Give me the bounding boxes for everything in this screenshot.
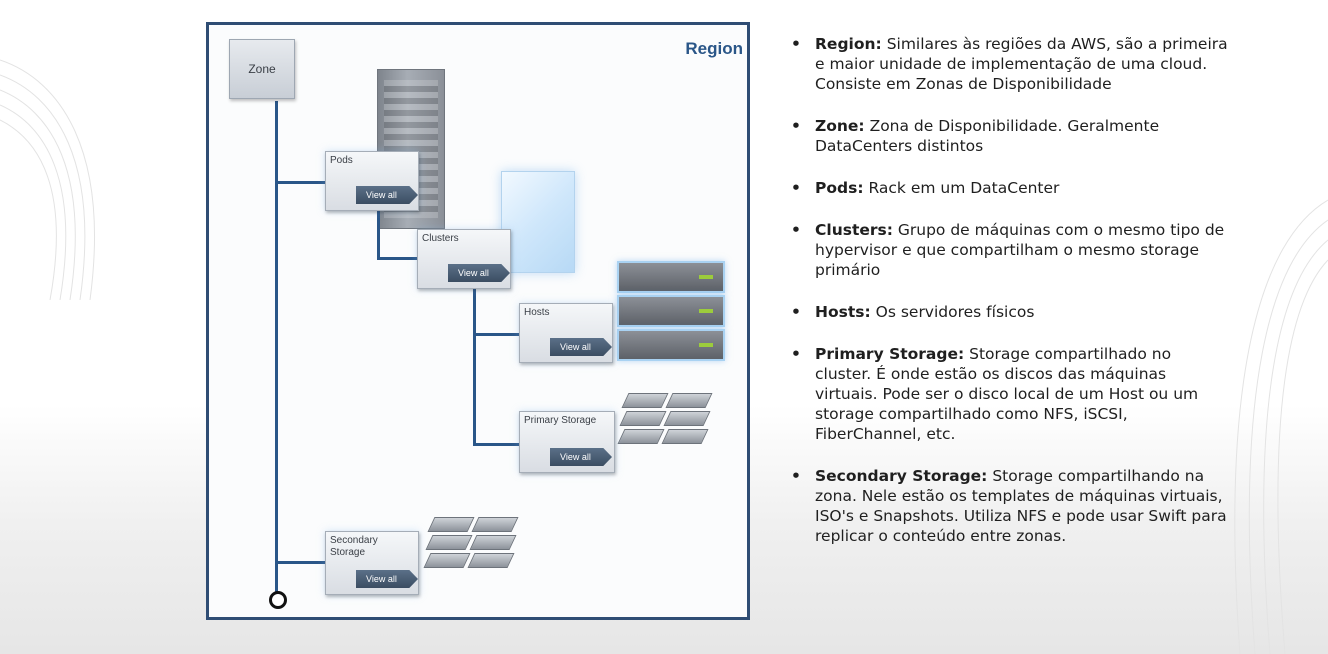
clusters-title: Clusters [422,233,459,244]
secondary-storage-title: Secondary Storage [330,535,378,558]
zone-box: Zone [229,39,295,99]
list-item: Secondary Storage: Storage compartilhand… [788,466,1228,546]
pods-node: Pods View all [325,151,419,211]
definitions-list: Region: Similares às regiões da AWS, são… [788,34,1228,546]
zone-trunk-line [275,101,278,597]
primary-storage-title: Primary Storage [524,415,597,426]
cluster-cube-image [501,171,575,273]
zone-trunk-end-circle [269,591,287,609]
bullet-term: Hosts: [815,303,871,321]
list-item: Pods: Rack em um DataCenter [788,178,1228,198]
primary-storage-view-all-button[interactable]: View all [550,448,612,466]
primary-storage-disks-image [613,393,723,449]
hosts-branch-line [473,333,519,336]
bullet-term: Secondary Storage: [815,467,988,485]
hosts-node: Hosts View all [519,303,613,363]
bullet-term: Primary Storage: [815,345,965,363]
region-diagram: Region Zone Pods View all Clusters Vi [206,22,750,620]
host-server-image-1 [617,261,725,293]
pods-branch-line [275,181,325,184]
bullet-text: Zona de Disponibilidade. Geralmente Data… [815,117,1160,155]
list-item: Primary Storage: Storage compartilhado n… [788,344,1228,444]
pods-trunk-line [377,211,380,259]
hosts-title: Hosts [524,307,550,318]
bullet-term: Pods: [815,179,864,197]
hosts-view-all-button[interactable]: View all [550,338,612,356]
bullet-text: Storage compartilhado no cluster. É onde… [815,345,1199,443]
host-server-image-2 [617,295,725,327]
list-item: Zone: Zona de Disponibilidade. Geralment… [788,116,1228,156]
list-item: Region: Similares às regiões da AWS, são… [788,34,1228,94]
list-item: Hosts: Os servidores físicos [788,302,1228,322]
bullet-text: Grupo de máquinas com o mesmo tipo de hy… [815,221,1225,279]
bullet-text: Os servidores físicos [875,303,1035,321]
pods-title: Pods [330,155,353,166]
secondary-storage-branch-line [275,561,325,564]
background-swirl-left [0,59,95,300]
secondary-storage-disks-image [419,517,529,573]
region-label: Region [685,39,743,58]
clusters-view-all-button[interactable]: View all [448,264,510,282]
clusters-node: Clusters View all [417,229,511,289]
pods-view-all-button[interactable]: View all [356,186,418,204]
primary-storage-node: Primary Storage View all [519,411,615,473]
primary-storage-branch-line [473,443,519,446]
bullet-text: Storage compartilhando na zona. Nele est… [815,467,1227,545]
clusters-branch-line [377,257,417,260]
zone-label: Zone [248,62,276,76]
secondary-storage-node: Secondary Storage View all [325,531,419,595]
list-item: Clusters: Grupo de máquinas com o mesmo … [788,220,1228,280]
bullet-term: Clusters: [815,221,893,239]
bullet-text: Similares às regiões da AWS, são a prime… [815,35,1228,93]
bullet-term: Zone: [815,117,865,135]
bullet-term: Region: [815,35,882,53]
clusters-trunk-line [473,289,476,445]
host-server-image-3 [617,329,725,361]
bullet-text: Rack em um DataCenter [868,179,1060,197]
secondary-storage-view-all-button[interactable]: View all [356,570,418,588]
